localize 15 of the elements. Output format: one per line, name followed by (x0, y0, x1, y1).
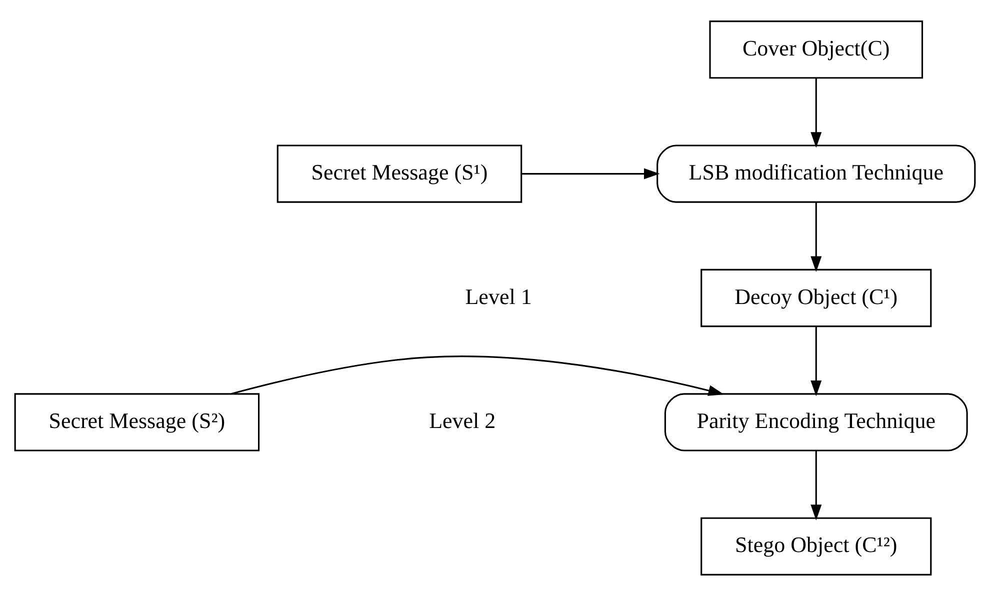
node-box: Decoy Object (C¹) (700, 268, 932, 327)
node-box: Cover Object(C) (709, 20, 924, 78)
node-box: Secret Message (S²) (14, 392, 260, 451)
arrow (810, 78, 822, 148)
label: Level 1 (465, 283, 532, 308)
node-box: Parity Encoding Technique (664, 392, 968, 451)
arrow (522, 168, 660, 179)
arrow (810, 202, 822, 272)
arrow (810, 326, 822, 396)
arrow (810, 450, 822, 520)
node-box: Stego Object (C¹²) (700, 516, 932, 575)
arrow (231, 355, 724, 396)
node-box: LSB modification Technique (656, 144, 976, 202)
node-box: Secret Message (S¹) (276, 144, 522, 202)
label: Level 2 (429, 408, 496, 433)
